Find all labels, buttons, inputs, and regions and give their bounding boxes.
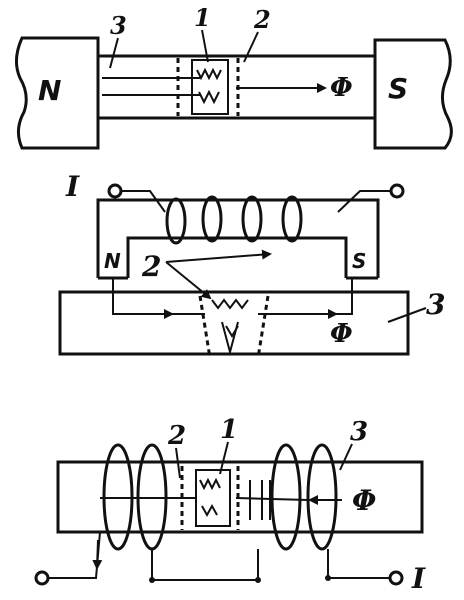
coil-loop-3 [241,195,263,243]
flux-path-right [258,278,353,315]
coil-loop-1 [165,197,187,245]
workpiece-bar [96,54,377,120]
label-1: 1 [194,3,211,32]
lead-left [48,531,101,579]
flux-symbol: Φ [352,484,376,517]
defect-region [195,469,231,527]
leader-1 [219,441,229,475]
lead-right [337,190,391,213]
south-pole-block [373,38,453,150]
coil-loop-2 [201,195,223,243]
north-pole-block [15,36,100,150]
lead-right [327,549,390,579]
terminal-left [107,183,123,199]
label-1: 1 [220,415,238,445]
lead-left [121,190,166,213]
label-3: 3 [426,288,445,321]
terminal-left [34,570,50,586]
leader-3 [387,307,427,323]
yoke-outer [96,198,380,278]
current-arrow [92,539,103,570]
figure-2-electromagnet: I N S Φ 2 3 [58,170,445,359]
north-pole-label: N [104,249,121,273]
defect-wedge-inner [225,325,239,338]
terminal-right [388,570,404,586]
coil-turn-3 [270,443,302,551]
defect-wedge [221,321,239,356]
label-2: 2 [167,421,186,451]
leader-2 [165,261,212,300]
defect-crack-lower [201,503,218,518]
junction-2 [255,577,261,583]
lead-tap-1 [151,549,259,581]
label-2: 2 [141,250,161,283]
flux-line-mid [235,497,309,501]
junction-1 [149,577,155,583]
north-pole-label: N [38,74,61,107]
figure-1-permanent-magnet: N S Φ 3 1 2 [15,3,453,150]
current-label-bottom: I [411,562,426,595]
leader-3 [339,443,353,471]
flux-symbol: Φ [330,73,353,103]
defect-boundary-left [198,295,212,359]
defect-crack-lower [198,89,220,105]
flux-path [112,278,205,315]
terminal-right [389,183,405,199]
leader-3 [109,37,119,69]
south-pole-label: S [388,72,408,105]
south-pole-label: S [352,249,366,273]
defect-region [191,59,229,115]
workpiece-bar [56,460,424,534]
label-3: 3 [350,417,368,447]
defect-crack [211,298,249,310]
workpiece-plate [58,290,410,356]
defect-crack-upper [199,477,221,491]
label-3: 3 [110,11,127,40]
leader-2 [243,31,259,63]
leader-1 [201,29,209,63]
hatch-right [249,480,271,520]
current-label-top: I [65,170,80,203]
defect-boundary-right [256,295,270,359]
junction-3 [325,575,331,581]
defect-crack-upper [196,67,222,81]
figure-3-solenoid: 2 1 3 Φ I [34,415,426,595]
leader-2b [165,249,272,263]
yoke-inner [126,236,348,278]
label-2: 2 [253,5,271,34]
coil-loop-4 [281,195,303,243]
flux-symbol: Φ [330,319,353,349]
